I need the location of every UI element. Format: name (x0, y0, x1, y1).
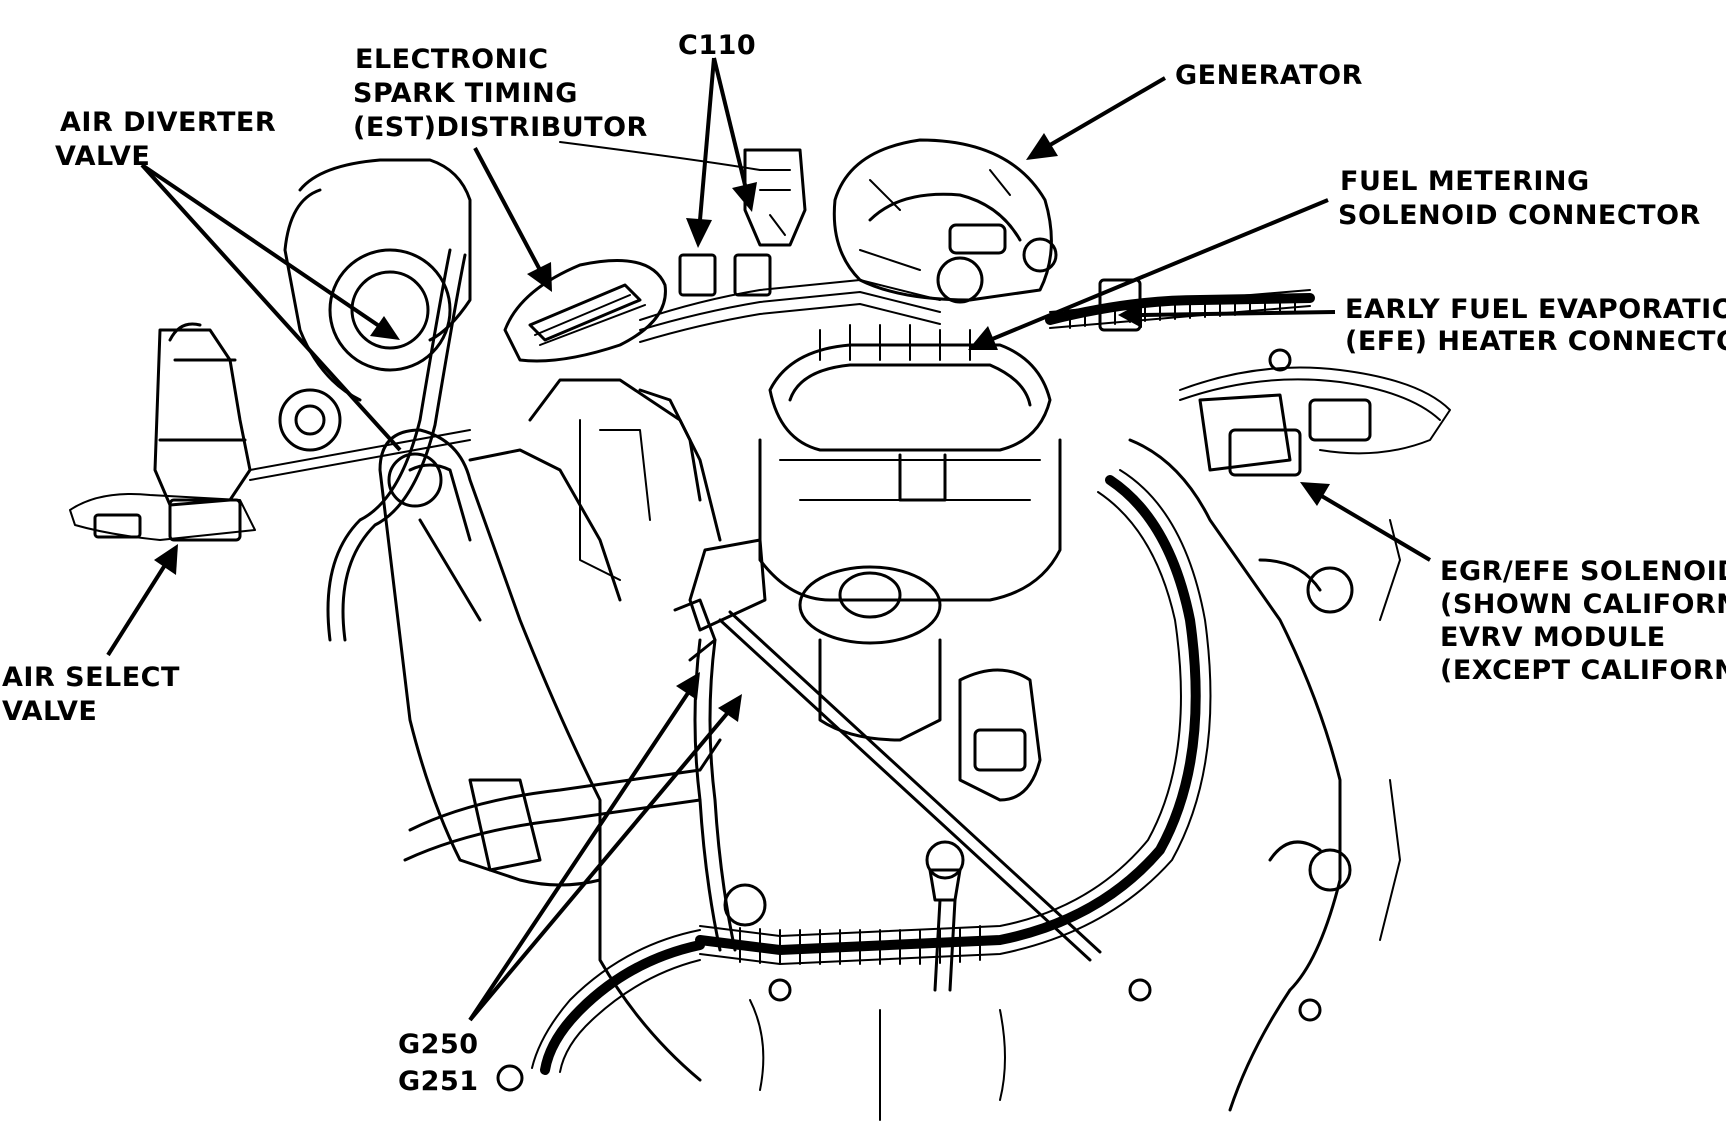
callout-labels: AIR DIVERTER VALVE ELECTRONIC SPARK TIMI… (2, 30, 1726, 1097)
label-egr-efe-line2: (SHOWN CALIFORNIA) (1440, 589, 1726, 620)
label-c110: C110 (678, 30, 756, 61)
label-air-select-line1: AIR SELECT (2, 662, 180, 693)
label-air-select-line2: VALVE (2, 696, 97, 727)
label-efe-heater-line2: (EFE) HEATER CONNECTOR (1345, 326, 1726, 357)
label-generator: GENERATOR (1175, 60, 1363, 91)
label-g250: G250 (398, 1029, 479, 1060)
label-egr-efe-line1: EGR/EFE SOLENOIDS (1440, 556, 1726, 587)
label-air-diverter-valve-line2: VALVE (55, 141, 150, 172)
leader-lines (106, 57, 1432, 1022)
label-efe-heater-line1: EARLY FUEL EVAPORATION (1345, 294, 1726, 325)
label-est-distributor-line3: (EST)DISTRIBUTOR (353, 112, 648, 143)
label-est-distributor-line1: ELECTRONIC (355, 44, 549, 75)
label-egr-efe-line4: (EXCEPT CALIFORNIA) (1440, 655, 1726, 686)
label-g251: G251 (398, 1066, 479, 1097)
label-est-distributor-line2: SPARK TIMING (353, 78, 578, 109)
label-air-diverter-valve-line1: AIR DIVERTER (60, 107, 276, 138)
engine-artwork (69, 138, 1451, 1121)
label-fuel-metering-line1: FUEL METERING (1340, 166, 1590, 197)
label-fuel-metering-line2: SOLENOID CONNECTOR (1338, 200, 1701, 231)
label-egr-efe-line3: EVRV MODULE (1440, 622, 1666, 653)
